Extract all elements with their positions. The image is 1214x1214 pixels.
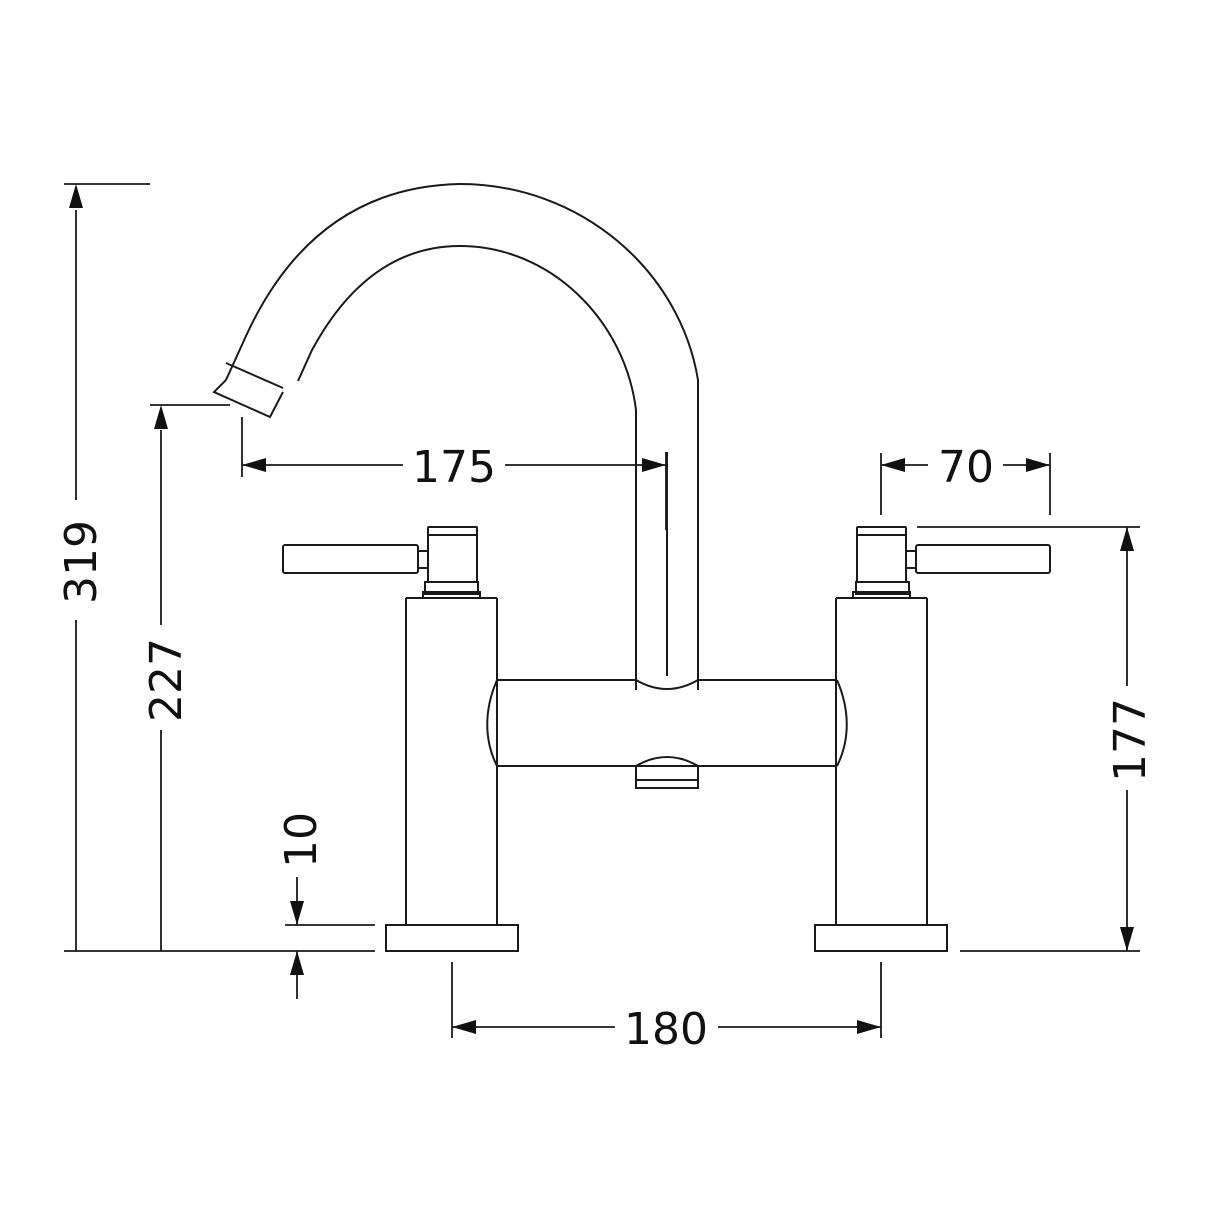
tap-body	[212, 182, 1051, 952]
dimension-spout-reach: 175	[241, 417, 667, 530]
left-handle	[282, 526, 481, 599]
right-pillar	[814, 597, 948, 952]
dimension-label-180: 180	[624, 1004, 708, 1055]
right-lever	[915, 544, 1051, 574]
dimension-label-70: 70	[938, 442, 994, 493]
dimension-label-319: 319	[56, 520, 107, 604]
right-base-plate	[814, 924, 948, 952]
dimension-label-177: 177	[1105, 698, 1156, 782]
spout	[212, 182, 699, 690]
left-pillar	[385, 597, 519, 952]
dimension-base-thickness: 10	[276, 812, 327, 999]
left-lever	[282, 544, 419, 574]
right-handle	[852, 526, 1051, 599]
dimension-overall-height: 319	[56, 183, 150, 951]
dimension-label-10: 10	[276, 812, 327, 868]
dimension-handle-length: 70	[880, 442, 1051, 515]
left-base-plate	[385, 924, 519, 952]
dimension-centres: 180	[451, 962, 882, 1055]
dimension-label-175: 175	[412, 442, 496, 493]
dimension-label-227: 227	[141, 638, 192, 722]
dimension-handle-height: 177	[917, 526, 1156, 951]
dimension-spout-height: 227	[141, 404, 230, 951]
crossbar	[486, 679, 848, 789]
